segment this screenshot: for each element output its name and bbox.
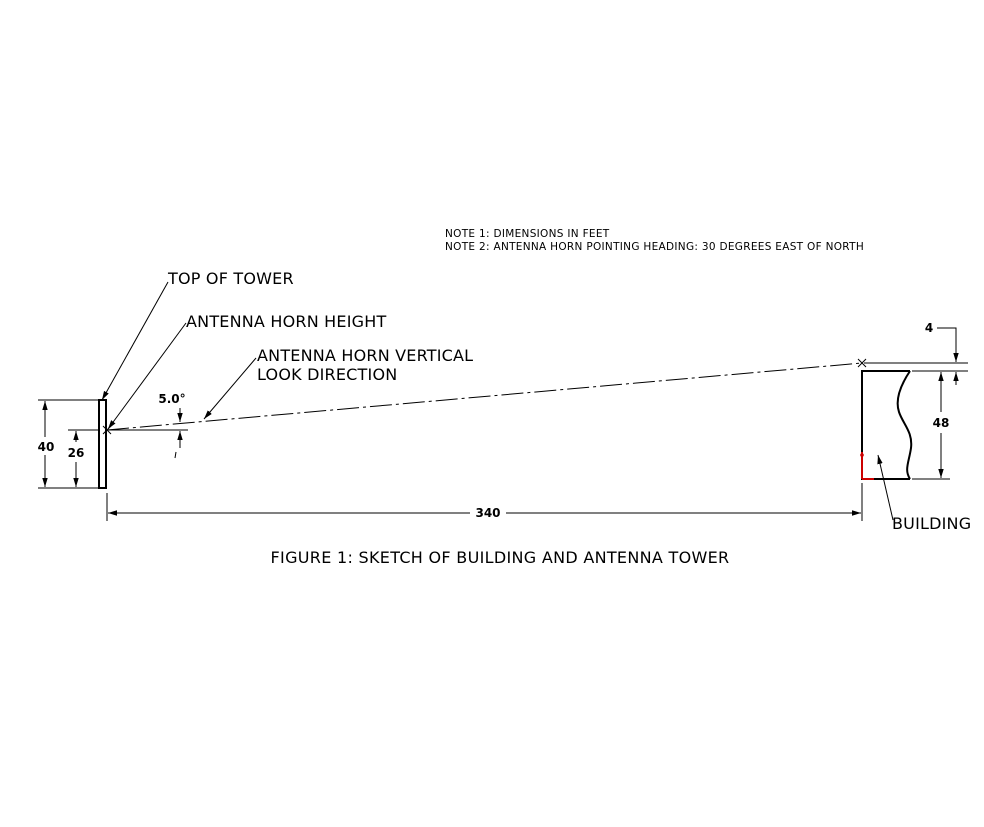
- look-direction-line: [106, 362, 863, 431]
- top-of-tower-label: TOP OF TOWER: [167, 269, 294, 288]
- look-direction-label-line2: LOOK DIRECTION: [257, 365, 397, 384]
- note-1: NOTE 1: DIMENSIONS IN FEET: [445, 228, 610, 240]
- building: [860, 370, 913, 480]
- building-height-value: 48: [933, 416, 950, 430]
- angle-dimension: 5.0°: [158, 392, 186, 459]
- look-direction-leader: [203, 357, 257, 420]
- building-height-dimension: 48: [912, 370, 968, 480]
- building-top-marker: [857, 358, 867, 368]
- look-direction-label-line1: ANTENNA HORN VERTICAL: [257, 346, 473, 365]
- clearance-value: 4: [925, 321, 933, 335]
- top-of-tower-leader: [101, 281, 169, 401]
- horn-height-dimension: 26: [68, 429, 99, 487]
- horn-height-leader: [107, 322, 187, 430]
- tower-height-dimension: 40: [38, 399, 99, 489]
- distance-value: 340: [475, 506, 500, 520]
- horn-height-value: 26: [68, 446, 85, 460]
- building-label: BUILDING: [892, 514, 971, 533]
- tower-height-value: 40: [38, 440, 55, 454]
- antenna-tower: [98, 399, 107, 489]
- antenna-horn-height-label: ANTENNA HORN HEIGHT: [186, 312, 386, 331]
- distance-dimension: 340: [106, 483, 863, 521]
- note-2: NOTE 2: ANTENNA HORN POINTING HEADING: 3…: [445, 241, 864, 253]
- angle-value: 5.0°: [158, 392, 185, 406]
- building-leader: [877, 454, 894, 521]
- figure-caption: FIGURE 1: SKETCH OF BUILDING AND ANTENNA…: [271, 548, 730, 567]
- clearance-dimension: 4: [864, 321, 968, 385]
